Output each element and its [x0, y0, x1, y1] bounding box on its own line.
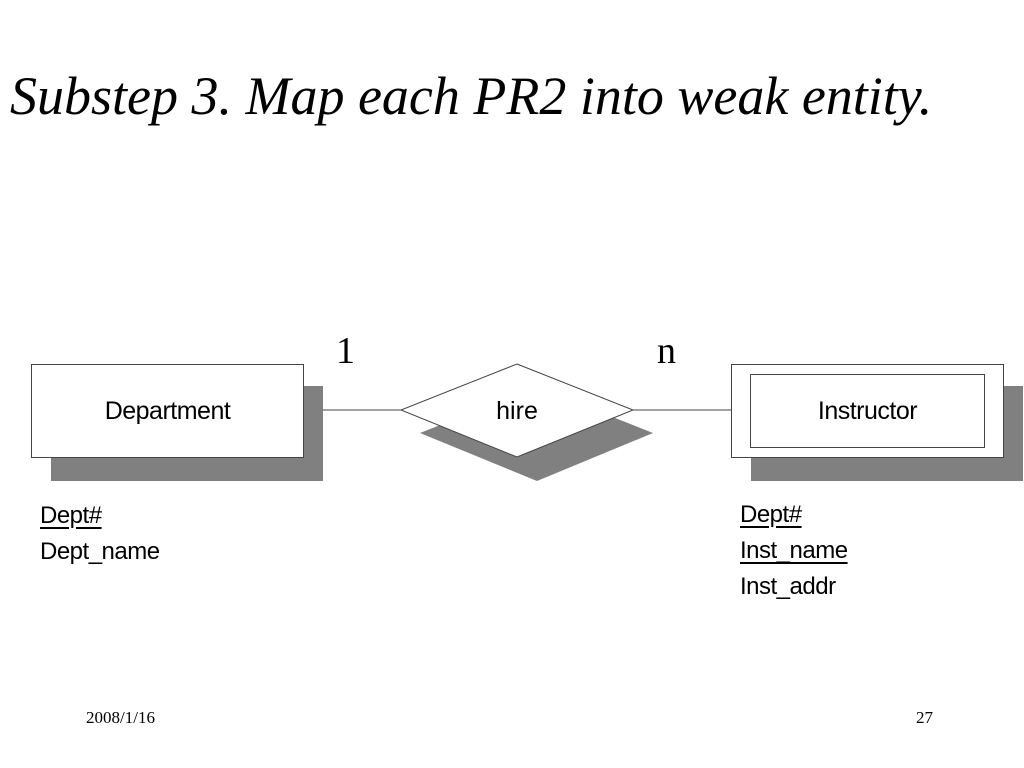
footer-page-number: 27 — [916, 708, 933, 727]
department-attr-dept-name: Dept_name — [40, 538, 160, 565]
entity-department-label: Department — [104, 396, 231, 425]
footer-date: 2008/1/16 — [86, 708, 155, 727]
slide-title: Substep 3. Map each PR2 into weak entity… — [10, 66, 933, 126]
entity-instructor-label: Instructor — [817, 396, 918, 425]
relationship-label: hire — [496, 397, 538, 425]
department-attr-dept-no: Dept# — [40, 502, 102, 529]
cardinality-right: n — [657, 330, 676, 372]
entity-instructor: Instructor — [750, 374, 985, 448]
relationship-diamond — [399, 363, 635, 458]
instructor-attr-inst-addr: Inst_addr — [740, 573, 836, 600]
instructor-attr-inst-name: Inst_name — [740, 537, 848, 564]
entity-department: Department — [31, 364, 304, 458]
instructor-attr-dept-no: Dept# — [740, 501, 802, 528]
cardinality-left: 1 — [336, 330, 355, 372]
